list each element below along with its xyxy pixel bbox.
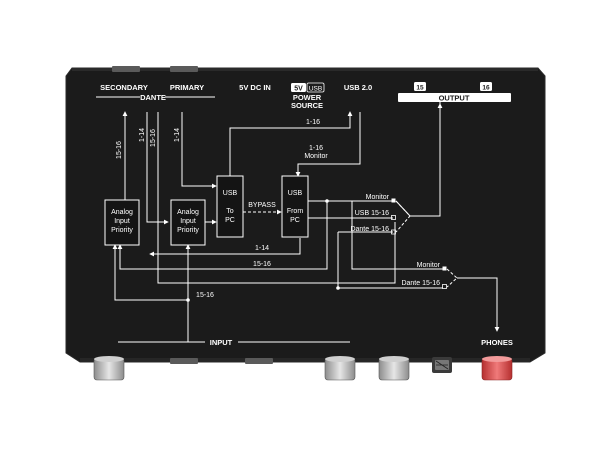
input-label: INPUT [210,338,233,347]
output-label: OUTPUT [439,93,470,102]
power-usb-text: USB [309,85,322,92]
top-rail [72,68,538,71]
wire-dante-to-output-switch [337,231,393,288]
output-banner [398,93,511,102]
junction-phones-dante [336,286,340,290]
usb-from-pc-line1: USB [288,190,303,197]
label-output-usb: USB 15-16 [355,210,389,217]
analog-priority-2-box [170,199,206,246]
input-port-1[interactable] [170,358,198,364]
usb-to-pc-line1: USB [223,190,238,197]
analog-priority-1-line2: Input [114,218,130,225]
wire-frompc-1-14 [149,238,301,257]
analog-priority-2-line3: Priority [177,227,199,234]
usb-from-pc-line3: PC [290,217,300,224]
output-switch-monitor-node [391,198,396,203]
output-switch-usb-node [391,215,396,220]
dante-label: DANTE [140,93,166,102]
wire-dante-1-14-to-usb [181,112,217,189]
wire-usb2-monitor [295,112,361,177]
phones-jack[interactable] [432,357,452,373]
label-output-monitor: Monitor [366,194,390,201]
label-phones-monitor: Monitor [417,262,441,269]
power-source-line1: POWER [293,93,322,102]
knob-3[interactable] [378,356,410,381]
wire-output-switch-to-output [395,102,441,217]
secondary-label: SECONDARY [100,83,148,92]
analog-priority-1-box [104,199,140,246]
label-vert-15-16-b: 15-16 [150,129,157,147]
usb-from-pc-box [281,175,309,238]
analog-priority-2-line1: Analog [177,209,199,216]
wire-dante-1-14-down [146,112,169,225]
output-16-text: 16 [482,84,490,91]
output-15-badge [414,82,426,91]
secondary-port[interactable] [112,66,140,72]
phones-switch-dante-node [442,284,447,289]
label-bypass: BYPASS [248,202,276,209]
phones-label: PHONES [481,338,513,347]
power-5v-text: 5V [294,85,303,92]
analog-priority-1-line1: Analog [111,209,133,216]
wire-frompc-branch [119,201,328,270]
usb-from-pc-line2: From [287,208,304,215]
usb-to-pc-line2: To [226,208,234,215]
label-vert-15-16: 15-16 [116,141,123,159]
output-15-text: 15 [416,84,424,91]
power-5v-badge [291,83,306,92]
usb-to-pc-box [216,175,244,238]
label-bus-1-14: 1-14 [255,245,269,252]
analog-priority-2-line2: Input [180,218,196,225]
power-source-line2: SOURCE [291,101,323,110]
power-usb-badge [306,82,325,93]
label-usb-1-16: 1-16 [306,119,320,126]
usb2-label: USB 2.0 [344,83,372,92]
output-16-badge [480,82,492,91]
dc-in-label: 5V DC IN [239,83,271,92]
wire-input-to-priority1 [112,244,188,301]
phones-knob[interactable] [481,356,513,381]
label-phones-dante: Dante 15-16 [401,280,440,287]
phones-switch-arms [446,268,458,288]
analog-priority-1-line3: Priority [111,227,133,234]
label-usb-monitor-1: 1-16 [309,145,323,152]
primary-port[interactable] [170,66,198,72]
label-vert-1-14-a: 1-14 [139,128,146,142]
wire-phones-monitor-in [351,201,443,270]
label-input-15-16: 15-16 [196,292,214,299]
phones-switch-monitor-node [442,266,447,271]
input-port-2[interactable] [245,358,273,364]
label-bus-15-16: 15-16 [253,261,271,268]
wire-dante-15-16-down [157,112,396,284]
usb-to-pc-line3: PC [225,217,235,224]
knob-1[interactable] [93,356,125,381]
junction-input [186,298,190,302]
label-vert-1-14-b: 1-14 [174,128,181,142]
primary-label: PRIMARY [170,83,204,92]
wire-phones-out [457,277,500,332]
bottom-rail [80,358,530,362]
knob-2[interactable] [324,356,356,381]
label-output-dante: Dante 15-16 [350,226,389,233]
label-usb-monitor-2: Monitor [304,153,328,160]
